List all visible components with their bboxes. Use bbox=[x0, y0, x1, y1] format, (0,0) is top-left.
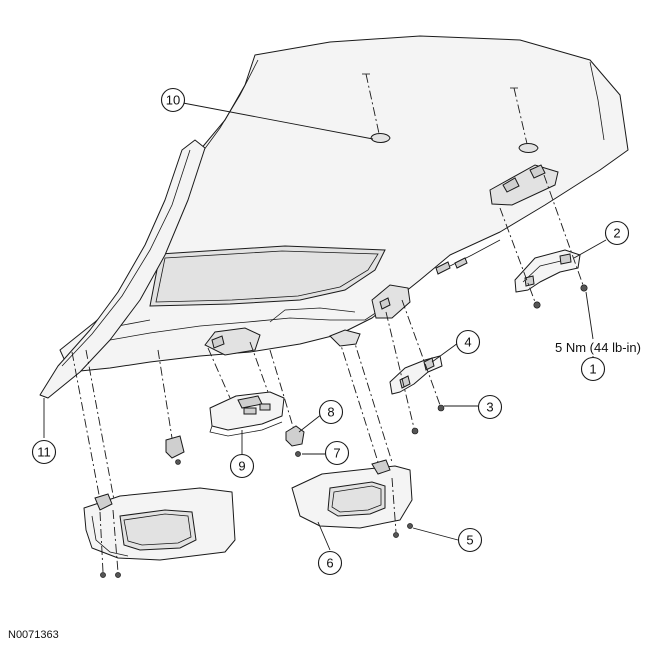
callout-7: 7 bbox=[324, 440, 350, 466]
rear-grab-handle-mount bbox=[489, 164, 559, 206]
svg-text:7: 7 bbox=[333, 446, 340, 461]
a-pillar-trim bbox=[39, 139, 206, 438]
callout-1: 1 bbox=[580, 356, 606, 382]
lamp-bulb-holder bbox=[269, 349, 305, 457]
sun-visor-right bbox=[291, 329, 459, 541]
svg-text:5: 5 bbox=[466, 533, 473, 548]
callout-5: 5 bbox=[457, 527, 483, 553]
svg-text:8: 8 bbox=[327, 405, 334, 420]
callout-3: 3 bbox=[477, 394, 503, 420]
callout-11: 11 bbox=[31, 439, 57, 465]
wiring-connector bbox=[435, 239, 501, 275]
svg-text:9: 9 bbox=[238, 459, 245, 474]
callout-9: 9 bbox=[229, 453, 255, 479]
torque-spec: 5 Nm (44 lb-in) bbox=[555, 340, 641, 355]
svg-text:2: 2 bbox=[613, 226, 620, 241]
svg-text:11: 11 bbox=[37, 445, 51, 460]
visor-clip bbox=[157, 349, 185, 465]
svg-text:10: 10 bbox=[166, 93, 180, 108]
sun-visor-left bbox=[71, 349, 236, 578]
svg-text:4: 4 bbox=[464, 335, 471, 350]
callout-2: 2 bbox=[604, 220, 630, 246]
callout-10: 10 bbox=[160, 87, 186, 113]
reference-code: N0071363 bbox=[8, 629, 59, 641]
headliner-retainer-pins bbox=[362, 73, 539, 153]
leader-lines bbox=[182, 102, 607, 551]
callout-4: 4 bbox=[455, 329, 481, 355]
front-grab-handle bbox=[371, 284, 445, 435]
headliner-panel bbox=[59, 35, 629, 373]
rear-grab-handle bbox=[499, 174, 588, 309]
overhead-console bbox=[204, 327, 285, 437]
callout-6: 6 bbox=[317, 550, 343, 576]
svg-text:3: 3 bbox=[486, 400, 493, 415]
svg-text:1: 1 bbox=[589, 362, 596, 377]
callout-8: 8 bbox=[318, 399, 344, 425]
svg-text:6: 6 bbox=[326, 556, 333, 571]
